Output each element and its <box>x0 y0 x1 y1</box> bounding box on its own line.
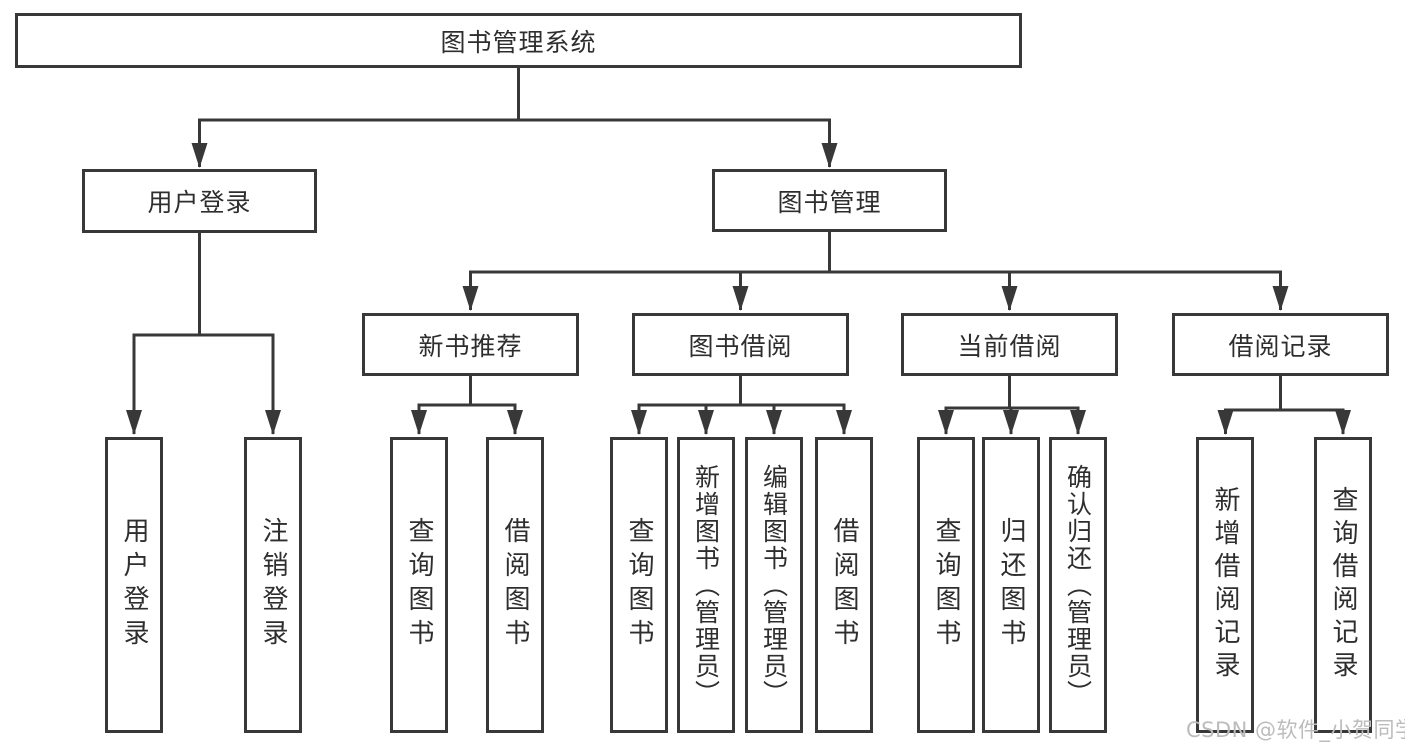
node-user-login-leaf: 用户登录 <box>105 437 163 733</box>
node-add-book-admin-label: 新增图书（管理员） <box>691 463 721 707</box>
node-return-book: 归还图书 <box>982 437 1040 733</box>
node-query-books-current-label: 查询图书 <box>931 517 961 653</box>
node-confirm-return-admin-label: 确认归还（管理员） <box>1063 463 1093 707</box>
node-book-borrow: 图书借阅 <box>632 313 849 376</box>
node-query-borrow-record: 查询借阅记录 <box>1314 437 1372 733</box>
node-query-books-recommend-label: 查询图书 <box>404 517 434 653</box>
node-add-book-admin: 新增图书（管理员） <box>677 437 735 733</box>
node-logout-leaf-label: 注销登录 <box>258 517 288 653</box>
node-new-book-recommend: 新书推荐 <box>362 313 579 376</box>
node-new-book-recommend-label: 新书推荐 <box>418 331 523 361</box>
node-query-books-borrow-label: 查询图书 <box>624 517 654 653</box>
node-borrow-books-leaf-label: 借阅图书 <box>829 517 859 653</box>
node-current-borrow: 当前借阅 <box>901 313 1118 376</box>
csdn-watermark: CSDN @软件_小贺同学 <box>1186 718 1405 742</box>
node-query-books-current: 查询图书 <box>917 437 975 733</box>
node-logout-leaf: 注销登录 <box>244 437 302 733</box>
node-library-system: 图书管理系统 <box>15 13 1022 68</box>
node-edit-book-admin-label: 编辑图书（管理员） <box>759 463 789 707</box>
node-user-login: 用户登录 <box>82 169 317 233</box>
node-borrow-books-recommend: 借阅图书 <box>486 437 544 733</box>
node-query-books-recommend: 查询图书 <box>390 437 448 733</box>
node-borrow-books-recommend-label: 借阅图书 <box>500 517 530 653</box>
node-query-borrow-record-label: 查询借阅记录 <box>1328 486 1358 684</box>
node-library-system-label: 图书管理系统 <box>440 27 597 57</box>
node-user-login-label: 用户登录 <box>147 188 252 217</box>
node-confirm-return-admin: 确认归还（管理员） <box>1049 437 1107 733</box>
node-borrow-records-label: 借阅记录 <box>1228 331 1333 361</box>
node-query-books-borrow: 查询图书 <box>610 437 668 733</box>
node-current-borrow-label: 当前借阅 <box>957 331 1062 361</box>
node-edit-book-admin: 编辑图书（管理员） <box>745 437 803 733</box>
node-user-login-leaf-label: 用户登录 <box>119 517 149 653</box>
node-book-borrow-label: 图书借阅 <box>688 331 793 361</box>
node-book-management-label: 图书管理 <box>777 187 882 217</box>
node-add-borrow-record-label: 新增借阅记录 <box>1210 486 1240 684</box>
node-add-borrow-record: 新增借阅记录 <box>1196 437 1254 733</box>
node-book-management: 图书管理 <box>712 169 947 232</box>
node-borrow-records: 借阅记录 <box>1172 313 1389 376</box>
node-return-book-label: 归还图书 <box>996 517 1026 653</box>
node-borrow-books-leaf: 借阅图书 <box>815 437 873 733</box>
